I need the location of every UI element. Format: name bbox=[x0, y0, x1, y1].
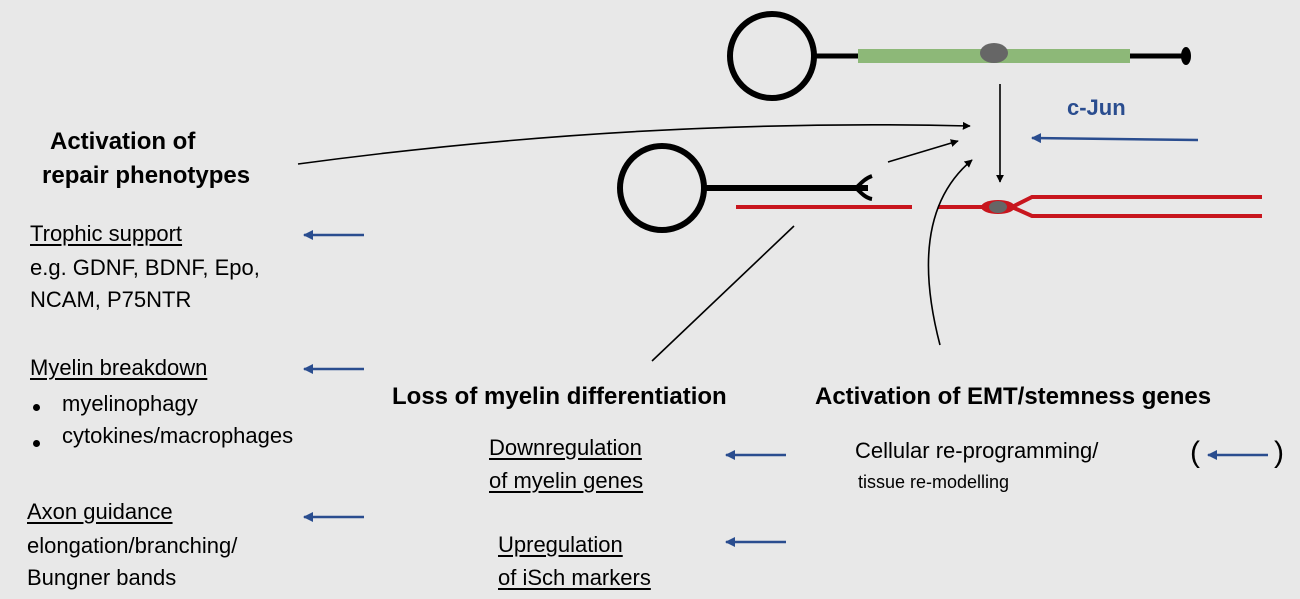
axon-line2: Bungner bands bbox=[27, 565, 177, 590]
curve-arrow-emt bbox=[927, 159, 973, 346]
cjun-label: c-Jun bbox=[1067, 95, 1126, 120]
myelin-title: Myelin breakdown bbox=[30, 355, 208, 380]
connector-loss-line bbox=[651, 225, 795, 362]
curve-arrow-repair bbox=[297, 121, 971, 165]
trophic-line1: e.g. GDNF, BDNF, Epo, bbox=[30, 255, 260, 280]
reprogramming-line1: Cellular re-programming/ bbox=[855, 438, 1099, 463]
injured-neuron bbox=[617, 143, 1262, 233]
upregulation-line2: of iSch markers bbox=[498, 565, 651, 590]
paren-open: ( bbox=[1190, 436, 1200, 469]
upregulation-line1: Upregulation bbox=[498, 532, 623, 557]
cjun-arrow bbox=[1031, 133, 1199, 144]
injured-neuron-cell-body bbox=[617, 143, 707, 233]
bullet-icon bbox=[33, 404, 40, 411]
loss-heading: Loss of myelin differentiation bbox=[392, 383, 727, 410]
paren-close: ) bbox=[1274, 436, 1284, 469]
trophic-title: Trophic support bbox=[30, 221, 183, 246]
schwann-nucleus bbox=[980, 43, 1008, 63]
downregulation-line1: Downregulation bbox=[489, 435, 642, 460]
intact-neuron bbox=[727, 11, 1191, 101]
axon-title: Axon guidance bbox=[27, 499, 173, 524]
repair-cell-nucleus bbox=[989, 201, 1007, 213]
arrow-from-loss bbox=[887, 139, 959, 163]
repair-heading-line1: Activation of bbox=[50, 128, 196, 155]
repair-cell-branch bbox=[1011, 195, 1262, 218]
trophic-line2: NCAM, P75NTR bbox=[30, 287, 192, 312]
downregulation-line2: of myelin genes bbox=[489, 468, 644, 493]
emt-heading: Activation of EMT/stemness genes bbox=[815, 383, 1212, 410]
axon-terminal bbox=[1181, 47, 1191, 65]
axon-line1: elongation/branching/ bbox=[27, 533, 238, 558]
reprogramming-line2: tissue re-modelling bbox=[858, 472, 1010, 492]
myelin-item-1: myelinophagy bbox=[62, 391, 198, 416]
bullet-icon bbox=[33, 440, 40, 447]
repair-heading-line2: repair phenotypes bbox=[42, 162, 251, 189]
neuron-cell-body bbox=[727, 11, 817, 101]
myelin-item-2: cytokines/macrophages bbox=[62, 423, 294, 448]
growth-cone bbox=[854, 174, 873, 201]
